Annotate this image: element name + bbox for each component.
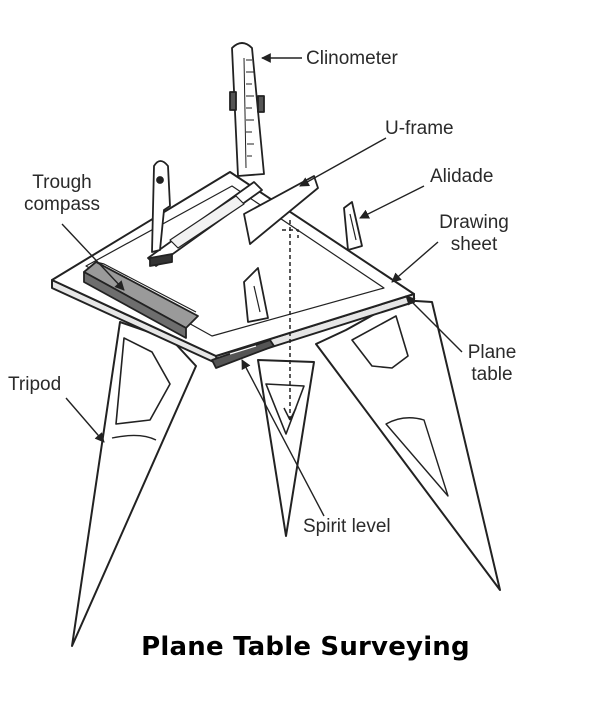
leader-spirit-level [241, 359, 325, 517]
leader-drawing-sheet [391, 241, 439, 283]
label-trough-line1: Trough [32, 172, 92, 193]
clinometer-scale [231, 42, 265, 177]
label-plane-table: Plane table [456, 342, 528, 386]
label-drawing-sheet: Drawing sheet [428, 212, 520, 256]
label-alidade: Alidade [430, 166, 494, 187]
alidade-with-clinometer [147, 42, 363, 323]
alidade-sight-vane [151, 160, 171, 253]
leader-u-frame [299, 137, 387, 187]
leader-alidade [359, 185, 425, 219]
tripod-leg-left [71, 321, 197, 647]
leader-plane-table [405, 295, 463, 353]
u-frame [243, 175, 319, 245]
spirit-level [211, 339, 275, 369]
label-trough-compass: Trough compass [12, 172, 112, 216]
label-drawing-line2: sheet [450, 234, 498, 255]
leader-trough-compass [61, 223, 125, 291]
tripod-leg-right [315, 299, 501, 591]
leader-tripod [65, 397, 105, 443]
leader-lines [61, 53, 463, 517]
label-drawing-line1: Drawing [439, 212, 509, 233]
label-spirit-level: Spirit level [303, 516, 391, 537]
plumb-line [282, 220, 299, 421]
tripod [71, 299, 501, 647]
label-plane-line1: Plane [467, 342, 517, 363]
label-plane-line2: table [471, 364, 513, 385]
figure-caption: Plane Table Surveying [141, 632, 470, 662]
label-trough-line2: compass [23, 194, 101, 215]
label-tripod: Tripod [8, 374, 62, 395]
label-clinometer: Clinometer [306, 48, 398, 69]
tripod-leg-back [257, 359, 315, 537]
label-u-frame: U-frame [385, 118, 454, 139]
